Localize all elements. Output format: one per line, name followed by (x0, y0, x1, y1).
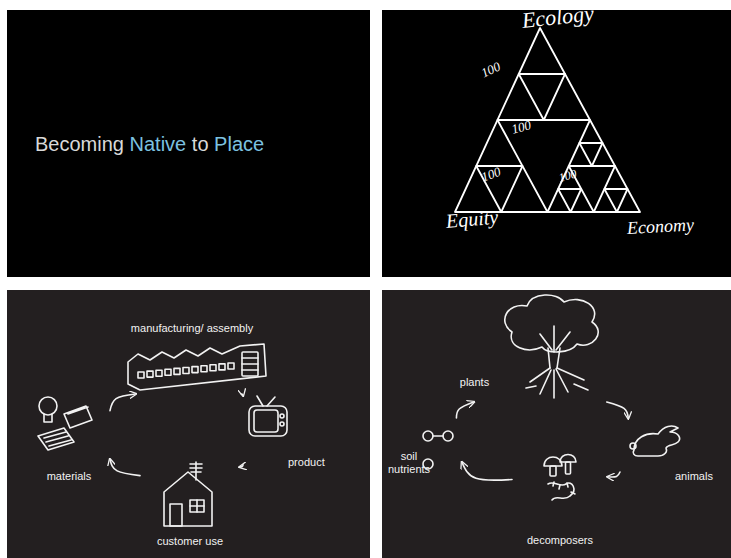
inner-triangle (604, 189, 627, 212)
molecule-atom (443, 431, 453, 441)
cycle-arrow (110, 394, 135, 411)
cycle-arrow (240, 465, 243, 467)
cycle-arrow (110, 460, 140, 476)
factory-outline (128, 344, 266, 390)
factory-window (210, 365, 216, 371)
stage-label: animals (675, 470, 725, 483)
icon-strokes (630, 426, 680, 456)
mushroom-cap (560, 455, 576, 463)
tv-antenna (257, 396, 275, 406)
factory-door-lines (242, 358, 258, 370)
handwritten-label: Equity (445, 205, 499, 232)
materials-icon (34, 392, 104, 454)
cycle-arrow (456, 402, 473, 418)
tv-screen (254, 410, 278, 432)
cycle-arrow (462, 462, 512, 480)
factory-window (156, 370, 162, 376)
factory-window (165, 369, 171, 375)
stage-label: soil nutrients (384, 450, 434, 476)
rabbit-body (633, 426, 679, 456)
cycle-arrow (241, 394, 243, 395)
bulb-icon (39, 397, 57, 415)
factory-icon (124, 340, 270, 392)
tree-canopy (505, 295, 598, 352)
tv-body (249, 406, 287, 436)
triangle-grid (455, 28, 640, 212)
stage-label: product (288, 456, 338, 469)
house-window (190, 500, 204, 512)
tv-icon (245, 394, 293, 442)
cycle-stage: customer use (140, 455, 240, 550)
stage-label: manufacturing/ assembly (112, 322, 272, 335)
factory-window (138, 372, 144, 378)
outer-triangle (455, 28, 640, 212)
house-antenna (190, 462, 202, 480)
molecule-bond (433, 435, 443, 437)
cycle-stage: product (243, 392, 338, 470)
mushroom-stem (550, 466, 556, 476)
house-icon (158, 460, 218, 530)
cycle-arrow (608, 472, 620, 477)
cycle-stage: manufacturing/ assembly (112, 320, 272, 394)
decomposers-icon (540, 450, 582, 505)
can-icon (64, 406, 92, 428)
factory-door (242, 352, 258, 376)
tree-icon (492, 292, 612, 400)
house-window-cross (190, 500, 204, 512)
tree-roots (526, 368, 588, 398)
factory-window (147, 371, 153, 377)
stage-label: plants (452, 376, 497, 389)
slide-panel (382, 290, 731, 558)
cycle-stage: materials (28, 390, 110, 485)
icon-strokes (128, 344, 266, 390)
stage-label: materials (28, 470, 110, 483)
rabbit-icon (628, 420, 684, 460)
molecule-atom (423, 431, 433, 441)
icon-strokes (38, 397, 92, 450)
cycle-stage: animals (620, 418, 725, 484)
icon-strokes (505, 295, 598, 398)
title-word: Becoming (35, 131, 124, 157)
handwritten-label: Economy (626, 215, 694, 239)
stage-label: decomposers (512, 534, 608, 547)
worm-rings (553, 482, 575, 494)
inner-triangle (579, 143, 602, 166)
cycle-stage: decomposers (512, 446, 608, 546)
title-word: Place (214, 131, 264, 157)
tv-knob (280, 414, 284, 418)
tv-knob (280, 422, 284, 426)
board-icon (38, 428, 74, 450)
icon-strokes (164, 462, 212, 526)
bulb-base (44, 414, 52, 422)
factory-window (219, 364, 225, 370)
inner-triangle (519, 74, 565, 120)
house-door (170, 504, 182, 526)
cycle-stage: soil nutrients (384, 418, 462, 480)
icon-strokes (249, 396, 287, 436)
factory-window (192, 367, 198, 373)
icon-strokes (544, 455, 576, 501)
tree-trunk (540, 326, 570, 368)
title-word: to (192, 131, 209, 157)
rabbit-tail (630, 443, 636, 449)
factory-window (183, 368, 189, 374)
slide-panel (382, 10, 731, 277)
title-line: BecomingNativetoPlace (35, 131, 270, 157)
worm-icon (548, 483, 574, 500)
factory-window (201, 366, 207, 372)
stage-label: customer use (140, 535, 240, 548)
cycle-stage: plants (452, 292, 614, 402)
mushroom-stem (566, 462, 571, 474)
factory-window (174, 368, 180, 374)
factory-window (228, 363, 234, 369)
inner-triangle (558, 189, 581, 212)
cycle-arrow (607, 402, 628, 418)
title-word: Native (130, 131, 187, 157)
house-outline (164, 472, 212, 526)
